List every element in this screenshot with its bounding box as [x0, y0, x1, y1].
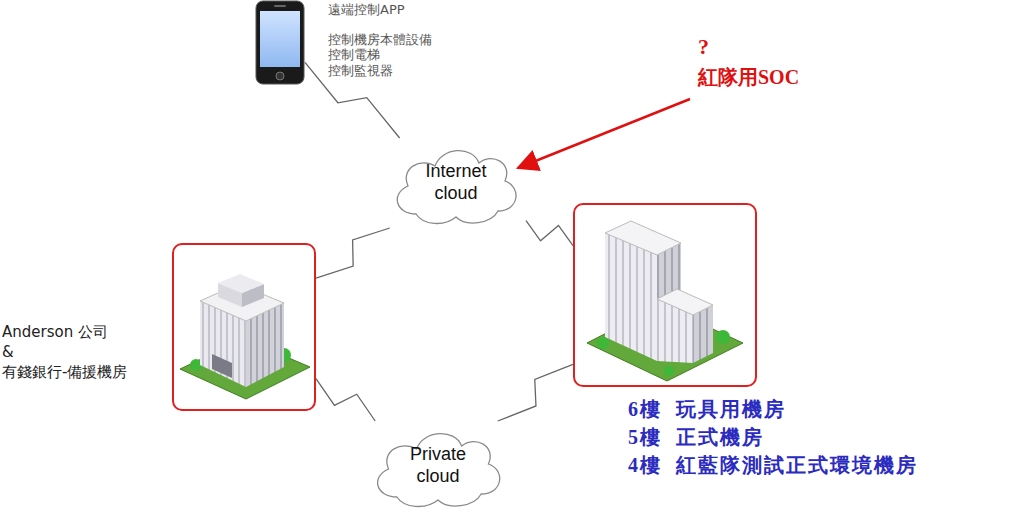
- cloud-label: Private cloud: [398, 444, 478, 487]
- node-label: 4樓 紅藍隊測試正式環境機房: [628, 453, 1008, 477]
- node-label: 5樓 正式機房: [628, 425, 1008, 449]
- node-label: 控制機房本體設備: [328, 32, 528, 48]
- highlight-frame: [172, 243, 316, 411]
- node-label: 遠端控制APP: [328, 2, 528, 18]
- text-group: 6樓 玩具用機房 5樓 正式機房 4樓 紅藍隊測試正式環境機房: [628, 397, 1008, 477]
- cloud-label: Internet cloud: [416, 161, 496, 204]
- node-label: &: [2, 343, 167, 361]
- cloud-node: Private cloud: [366, 421, 510, 511]
- annotation-text: 紅隊用SOC: [698, 64, 799, 91]
- pointer-arrow: [518, 99, 690, 168]
- node-label: 有錢銀行-備援機房: [2, 363, 167, 381]
- link-bolt: [316, 379, 375, 421]
- highlight-frame: [573, 203, 757, 387]
- link-bolt: [498, 364, 573, 421]
- phone-node: 遠端控制APP控制機房本體設備控制電梯控制監視器: [255, 0, 305, 85]
- node-label: 控制監視器: [328, 63, 528, 79]
- phone-icon: [255, 0, 305, 85]
- building-illustration: [573, 203, 757, 387]
- link-bolt: [316, 228, 390, 278]
- text-group: 遠端控制APP 控制機房本體設備控制電梯控制監視器: [328, 2, 528, 78]
- building-illustration: [172, 243, 316, 411]
- link-bolt: [526, 221, 573, 246]
- site-node: 6樓 玩具用機房5樓 正式機房4樓 紅藍隊測試正式環境機房: [573, 203, 757, 387]
- site-node: Anderson 公司&有錢銀行-備援機房: [172, 243, 316, 411]
- cloud-node: Internet cloud: [386, 138, 526, 228]
- text-group: Anderson 公司 & 有錢銀行-備援機房: [2, 323, 167, 381]
- node-label: 6樓 玩具用機房: [628, 397, 1008, 421]
- annotation-text: ?: [698, 34, 709, 60]
- text-group: Private cloud: [366, 421, 510, 511]
- node-label: Anderson 公司: [2, 323, 167, 341]
- node-label: 控制電梯: [328, 47, 528, 63]
- text-group: Internet cloud: [386, 138, 526, 228]
